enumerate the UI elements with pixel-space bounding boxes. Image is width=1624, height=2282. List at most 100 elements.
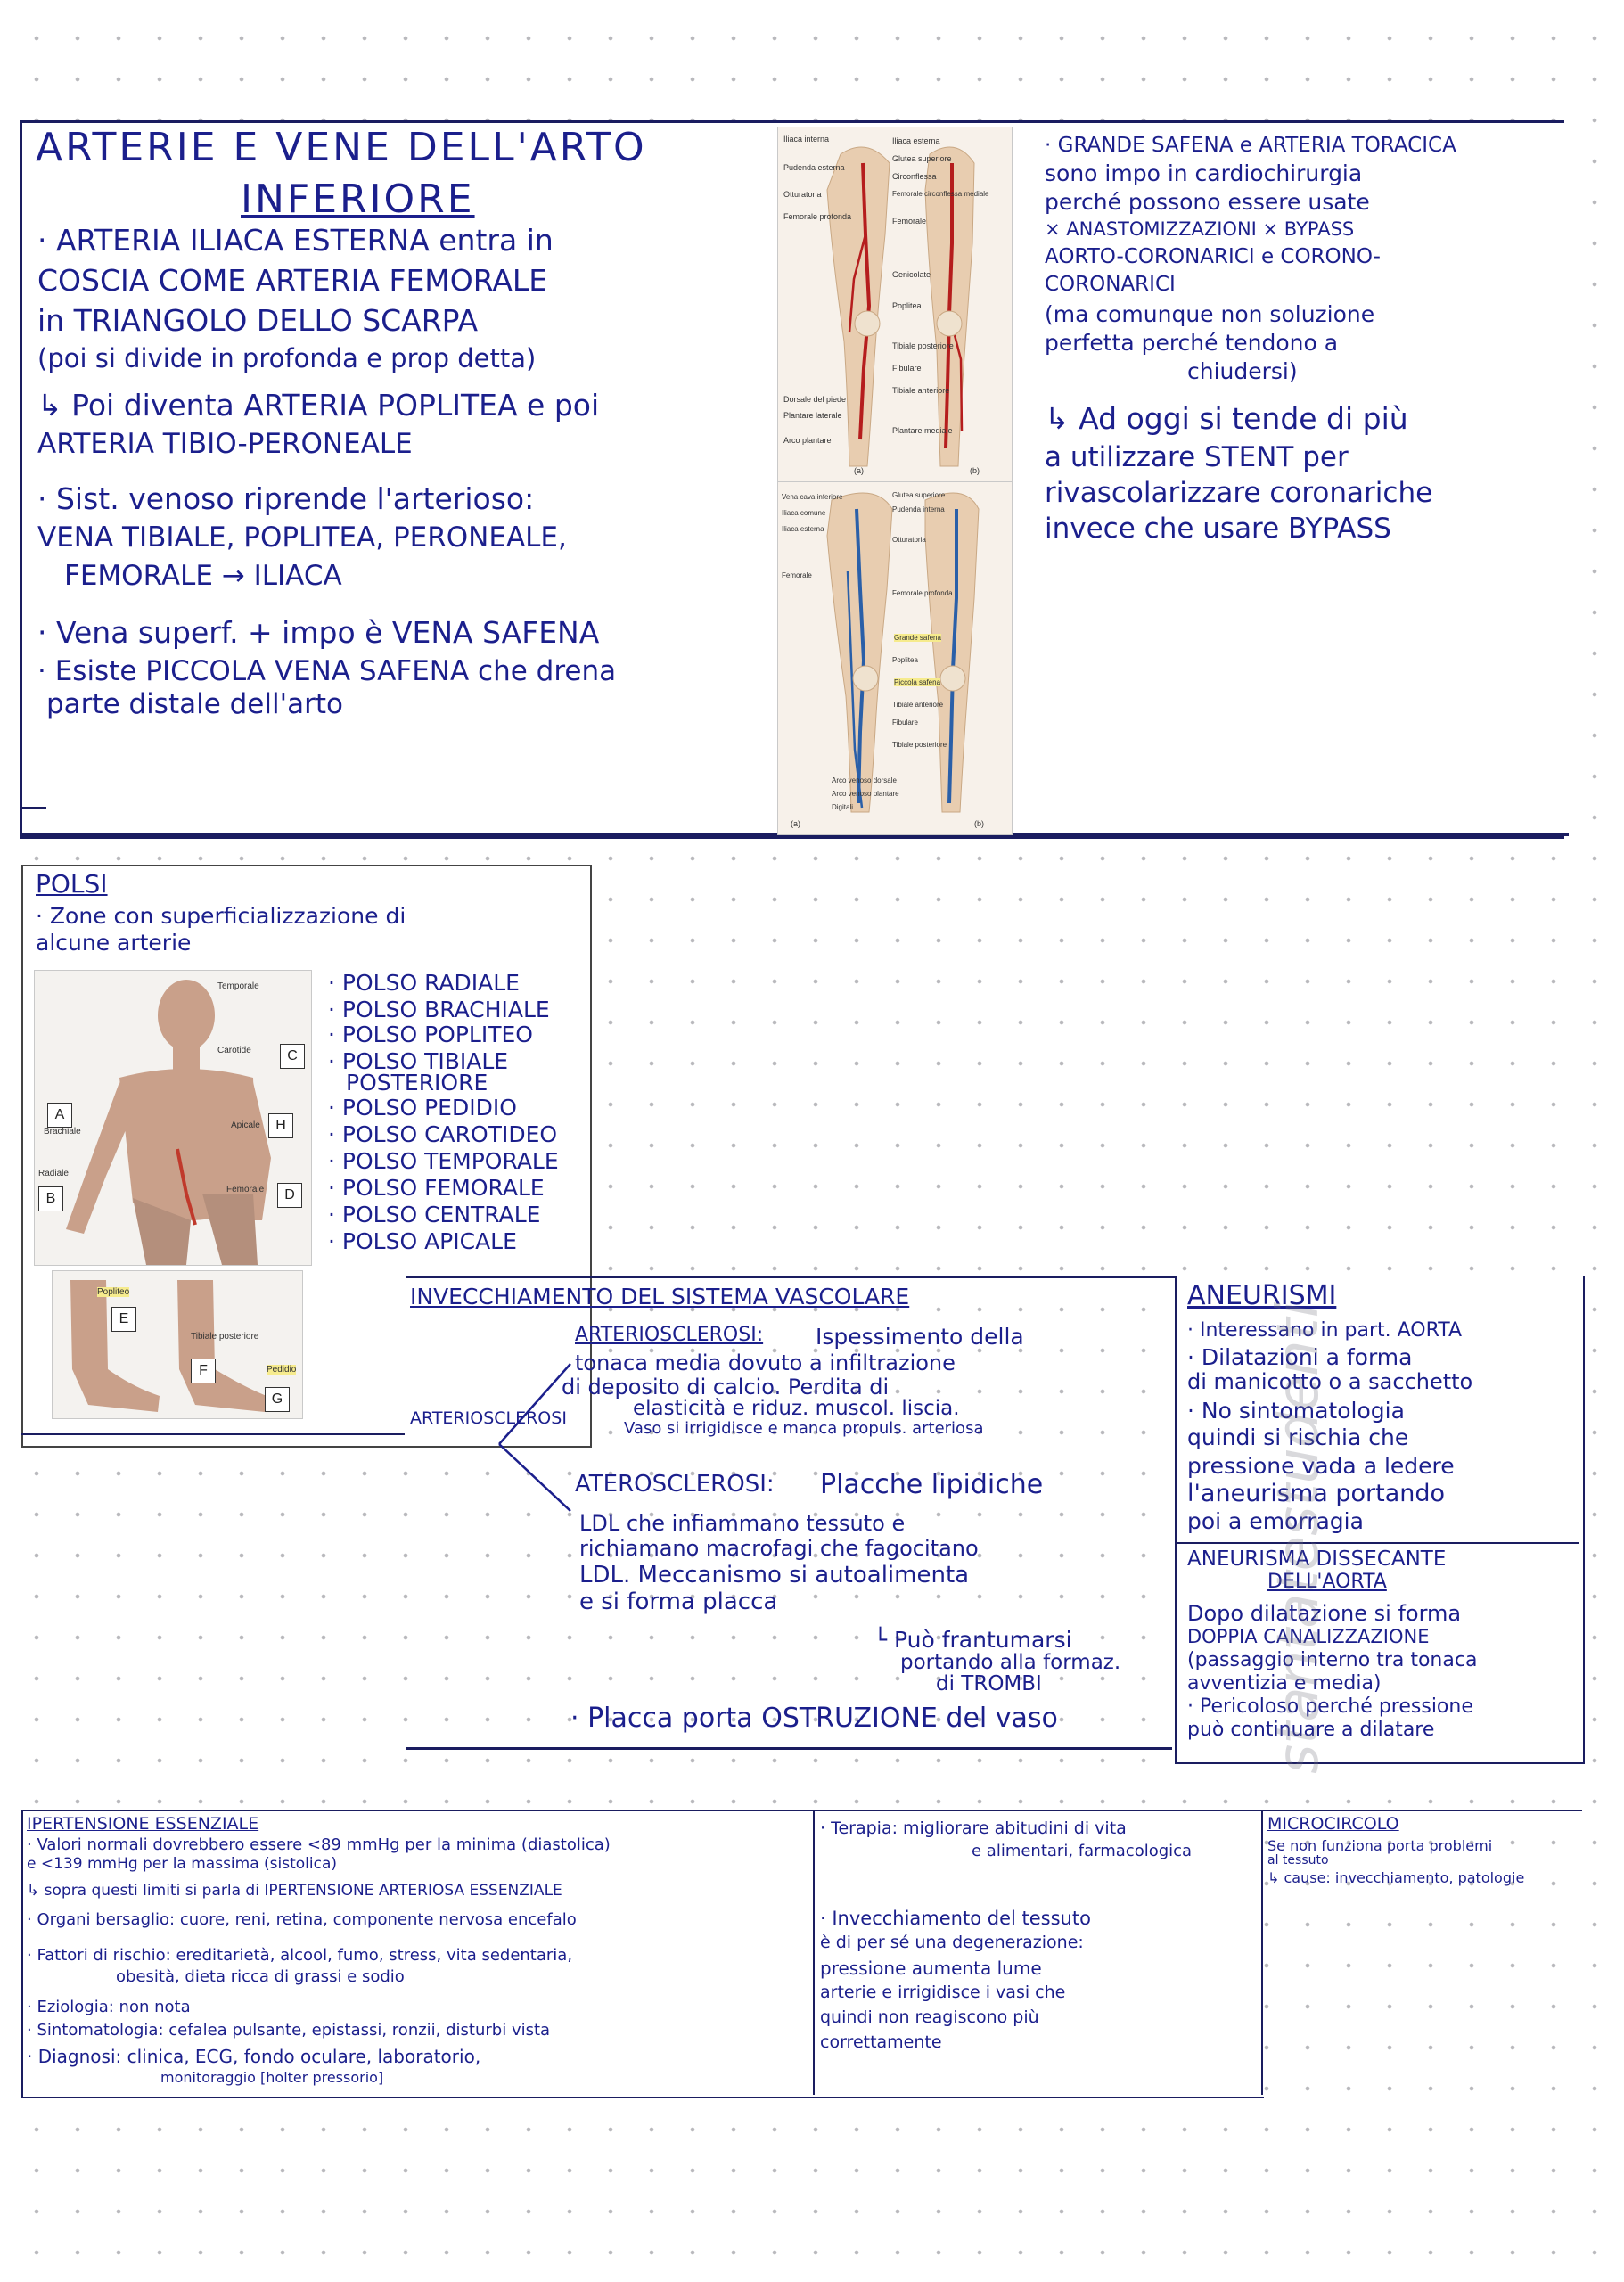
fig-label: Plantare laterale: [783, 411, 842, 420]
fig-label: Pudenda esterna: [783, 163, 845, 172]
polsi-subtitle: alcune arterie: [36, 930, 192, 956]
dissecante-title: DELL'AORTA: [1267, 1571, 1387, 1593]
invecchiamento-tessuto-line: correttamente: [820, 2032, 942, 2052]
microcircolo-top-line: [1261, 1810, 1582, 1811]
polsi-bottom-line: [21, 1433, 405, 1435]
polsi-item: · POLSO FEMORALE: [328, 1175, 545, 1201]
terapia-separator: [813, 1810, 815, 2095]
ipertensione-line: e <139 mmHg per la massima (sistolica): [27, 1855, 338, 1873]
arterio-line: Ispessimento della: [816, 1324, 1024, 1350]
ostruzione-line: · Placca porta OSTRUZIONE del vaso: [570, 1703, 1058, 1734]
fig-label: Poplitea: [892, 656, 918, 664]
panel-label: (a): [854, 466, 864, 475]
aneurismi-line: · Dilatazioni a forma: [1187, 1344, 1413, 1370]
note-line: parte distale dell'arto: [46, 688, 343, 720]
figure-label-popliteo: Popliteo: [97, 1287, 130, 1297]
note-line: (ma comunque non soluzione: [1045, 301, 1375, 327]
leg-arteries-illustration: [778, 127, 1012, 482]
polsi-item: · POLSO CAROTIDEO: [328, 1121, 558, 1147]
fig-label: Digitali: [832, 803, 854, 811]
letter-e: E: [111, 1307, 136, 1332]
polsi-item: · POLSO APICALE: [328, 1228, 517, 1254]
aneurismi-line: di manicotto o a sacchetto: [1187, 1369, 1473, 1394]
leg-veins-figure: Vena cava inferiore Iliaca comune Iliaca…: [777, 481, 1013, 835]
atero-line: e si forma placca: [579, 1588, 778, 1615]
fig-label: Otturatoria: [783, 190, 822, 199]
invecchiamento-tessuto-line: arterie e irrigidisce i vasi che: [820, 1982, 1066, 2002]
aneurismi-line: l'aneurisma portando: [1187, 1480, 1446, 1507]
atero-title: Placche lipidiche: [820, 1469, 1044, 1500]
fig-label: Vena cava inferiore: [782, 493, 843, 501]
figure-label-femorale: Femorale: [226, 1185, 265, 1194]
fig-label: Iliaca esterna: [892, 136, 940, 145]
aneurismi-line: pressione vada a ledere: [1187, 1453, 1455, 1479]
fig-label: Iliaca interna: [783, 135, 830, 144]
fig-label: Genicolate: [892, 270, 931, 279]
invecchiamento-tessuto-line: pressione aumenta lume: [820, 1958, 1042, 1979]
letter-a: A: [47, 1103, 72, 1128]
letter-f: F: [191, 1359, 216, 1383]
ipertensione-line: ↳ sopra questi limiti si parla di IPERTE…: [27, 1882, 562, 1900]
fig-label: Glutea superiore: [892, 154, 952, 163]
aneurismi-panel: [1175, 1276, 1585, 1764]
dissecante-line: (passaggio interno tra tonaca: [1187, 1649, 1478, 1671]
fig-label: Iliaca comune: [782, 509, 826, 517]
fig-label: Femorale circonflessa mediale: [892, 190, 989, 198]
ipertensione-line: · Diagnosi: clinica, ECG, fondo oculare,…: [27, 2046, 481, 2067]
note-line: invece che usare BYPASS: [1045, 513, 1391, 545]
branch-lines: [498, 1363, 571, 1512]
arterio-head: ARTERIOSCLEROSI:: [575, 1324, 764, 1346]
note-line: ARTERIA TIBIO-PERONEALE: [37, 428, 413, 460]
figure-label-apicale: Apicale: [231, 1120, 260, 1130]
fig-label: Femorale: [782, 571, 812, 579]
note-line: CORONARICI: [1045, 273, 1176, 296]
invecchiamento-tessuto-line: quindi non reagiscono più: [820, 2007, 1039, 2027]
leg-pulse-figure: Popliteo Tibiale posteriore Pedidio E F …: [52, 1270, 303, 1419]
aneurismi-line: poi a emorragia: [1187, 1508, 1364, 1534]
note-line: ↳ Poi diventa ARTERIA POPLITEA e poi: [37, 388, 600, 423]
ipertensione-line: · Sintomatologia: cefalea pulsante, epis…: [27, 2021, 551, 2040]
letter-d: D: [277, 1183, 302, 1208]
atero-line: LDL che infiammano tessuto e: [579, 1511, 906, 1536]
fig-label: Otturatoria: [892, 536, 926, 544]
invecchiamento-tessuto-line: · Invecchiamento del tessuto: [820, 1908, 1091, 1929]
fig-label: Femorale profonda: [892, 589, 953, 597]
ipertensione-title: IPERTENSIONE ESSENZIALE: [27, 1814, 259, 1834]
arterio-line: tonaca media dovuto a infiltrazione: [575, 1350, 956, 1375]
fig-label: Arco plantare: [783, 436, 832, 445]
pulse-points-figure: Temporale Carotide Brachiale Apicale Rad…: [34, 970, 312, 1266]
arterio-line: elasticità e riduz. muscol. liscia.: [633, 1397, 960, 1420]
branch-root: ARTERIOSCLEROSI: [410, 1408, 567, 1428]
fig-label: Glutea superiore: [892, 491, 946, 499]
arterio-line: di deposito di calcio. Perdita di: [562, 1375, 890, 1400]
fig-label hl: Piccola safena: [894, 678, 941, 686]
figure-label-tibiale: Tibiale posteriore: [191, 1332, 259, 1342]
trombi-line: portando alla formaz.: [900, 1651, 1121, 1674]
note-line: × ANASTOMIZZAZIONI × BYPASS: [1045, 218, 1355, 240]
dissecante-title: ANEURISMA DISSECANTE: [1187, 1547, 1447, 1571]
fig-label: Arco venoso dorsale: [832, 776, 897, 784]
ipertensione-panel: [21, 1810, 1264, 2098]
fig-label: Femorale: [892, 217, 927, 226]
polsi-item: · POLSO BRACHIALE: [328, 997, 550, 1022]
dissecante-line: · Pericoloso perché pressione: [1187, 1695, 1473, 1718]
polsi-item: · POLSO RADIALE: [328, 970, 520, 996]
polsi-item: · POLSO PEDIDIO: [328, 1095, 517, 1120]
note-line: in TRIANGOLO DELLO SCARPA: [37, 303, 479, 338]
fig-label: Pudenda interna: [892, 505, 945, 513]
ipertensione-line: · Fattori di rischio: ereditarietà, alco…: [27, 1946, 573, 1965]
note-line: perfetta perché tendono a: [1045, 330, 1339, 356]
note-line: rivascolarizzare coronariche: [1045, 477, 1433, 509]
fig-label: Tibiale anteriore: [892, 386, 950, 395]
ipertensione-right-line: [1261, 1810, 1263, 2095]
panel-label: (b): [970, 466, 980, 475]
note-line: (poi si divide in profonda e prop detta): [37, 343, 537, 373]
note-line: chiudersi): [1187, 358, 1298, 384]
fig-label: Tibiale anteriore: [892, 701, 944, 709]
terapia-line: · Terapia: migliorare abitudini di vita: [820, 1818, 1127, 1838]
letter-h: H: [268, 1113, 293, 1138]
atero-head: ATEROSCLEROSI:: [575, 1471, 775, 1498]
microcircolo-line: al tessuto: [1267, 1853, 1329, 1867]
letter-g: G: [265, 1387, 290, 1412]
dissecante-line: Dopo dilatazione si forma: [1187, 1601, 1462, 1626]
